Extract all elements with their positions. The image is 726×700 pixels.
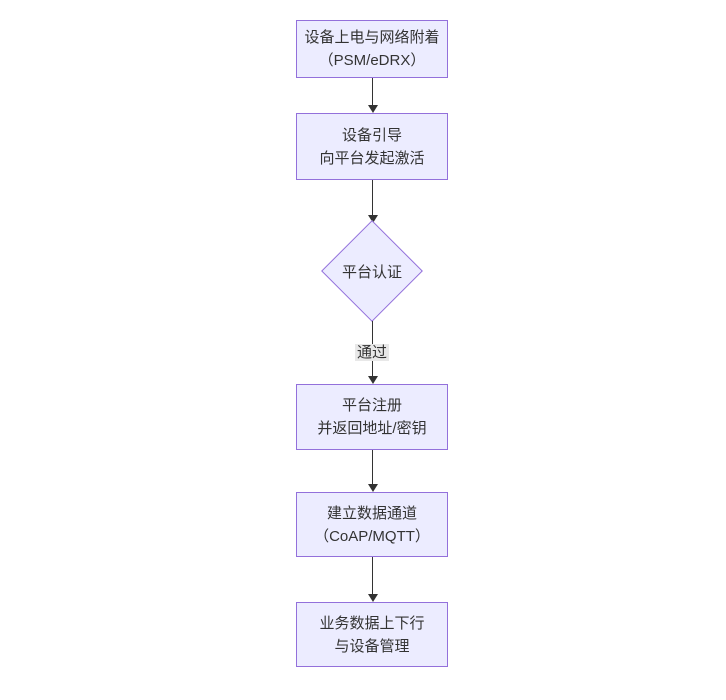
flow-node-power-attach: 设备上电与网络附着 （PSM/eDRX） (296, 20, 448, 78)
arrowhead-icon (368, 376, 378, 384)
edge-connector-line (372, 557, 373, 594)
flow-node-business-data: 业务数据上下行 与设备管理 (296, 602, 448, 667)
arrowhead-icon (368, 484, 378, 492)
edge-connector-line (372, 180, 373, 215)
node-text-line: 平台注册 (341, 397, 402, 414)
node-text-line: 并返回地址/密钥 (317, 420, 427, 437)
node-text-line: 向平台发起激活 (319, 149, 425, 167)
node-text-line: （PSM/eDRX） (318, 52, 426, 69)
flow-node-platform-auth-decision: 平台认证 (321, 220, 423, 322)
node-text-line: 业务数据上下行 (319, 614, 425, 632)
node-text-line: 平台认证 (341, 263, 402, 281)
flow-node-bootstrap: 设备引导 向平台发起激活 (296, 113, 448, 180)
edge-label-pass: 通过 (354, 344, 390, 361)
node-text-line: 设备上电与网络附着 (304, 29, 440, 46)
edge-connector-line (372, 450, 373, 484)
flow-node-data-channel: 建立数据通道 （CoAP/MQTT） (296, 492, 448, 557)
node-text-line: （CoAP/MQTT） (314, 527, 430, 545)
flow-node-platform-register: 平台注册 并返回地址/密钥 (296, 384, 448, 450)
edge-connector-line (372, 78, 373, 105)
node-text-line: 建立数据通道 (326, 504, 417, 522)
arrowhead-icon (368, 105, 378, 113)
arrowhead-icon (368, 215, 378, 223)
node-text-line: 设备引导 (341, 126, 402, 144)
node-text-line: 与设备管理 (334, 637, 410, 655)
arrowhead-icon (368, 594, 378, 602)
